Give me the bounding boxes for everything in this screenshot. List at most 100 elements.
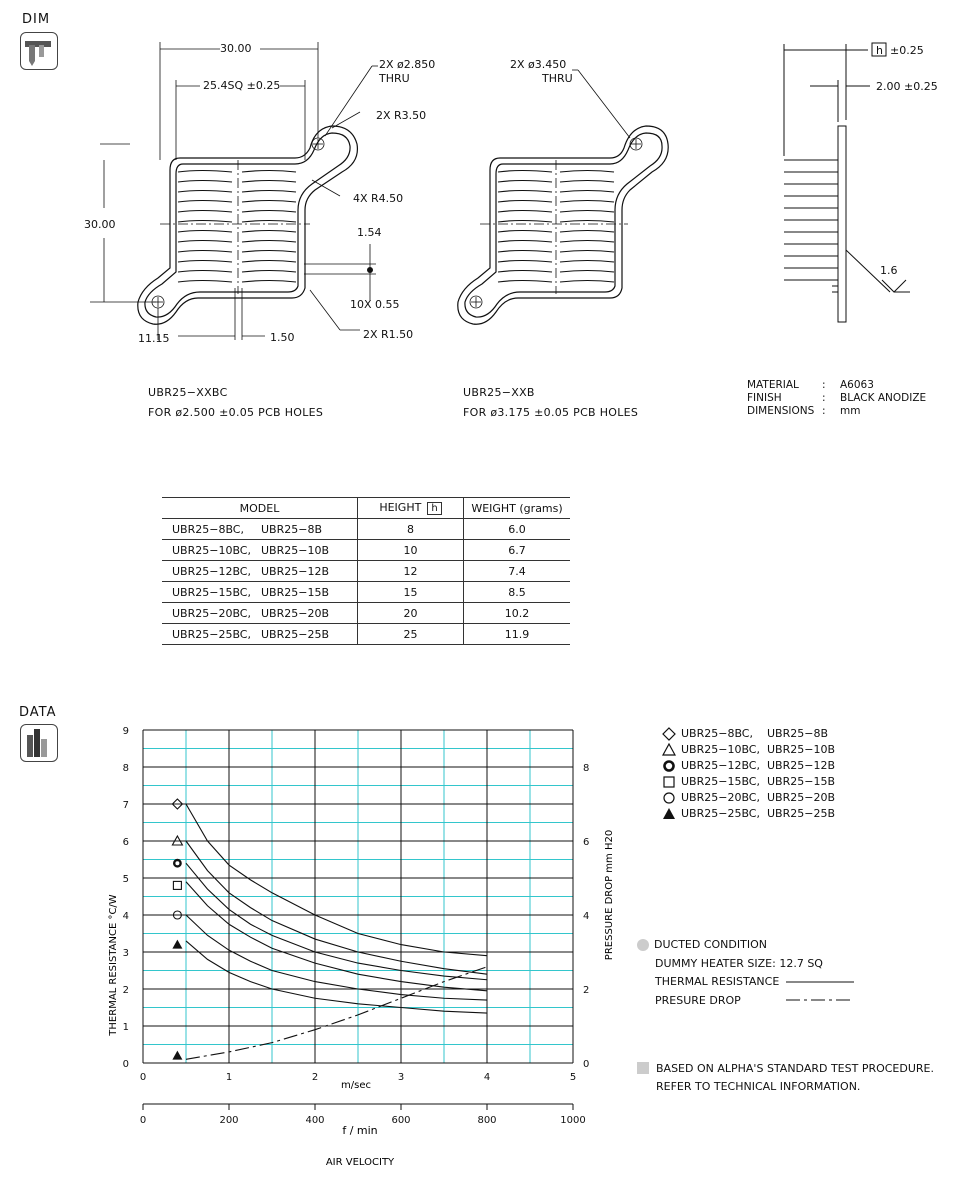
material-row: MATERIAL:A6063 xyxy=(747,379,874,391)
x2-axis-label: f / min xyxy=(342,1124,377,1137)
ducted-condition: DUCTED CONDITION xyxy=(654,938,767,951)
y-tick-label: 4 xyxy=(123,911,129,922)
hole-b-label: 2X ø3.450 xyxy=(510,58,566,71)
filled-triangle-marker xyxy=(172,939,183,949)
y-axis-label: THERMAL RESISTANCE °C/W xyxy=(108,894,119,1037)
side-view-drawing: h ±0.25 2.00 ±0.25 1.6 xyxy=(783,42,938,323)
y2-tick-label: 2 xyxy=(583,985,589,996)
chart-markers xyxy=(171,798,184,1060)
diamond-symbol-icon xyxy=(662,727,676,741)
x-tick-label: 0 xyxy=(140,1072,146,1083)
thermal-line-label: THERMAL RESISTANCE xyxy=(655,975,780,988)
model-b-name: UBR25−XXB xyxy=(463,386,535,399)
side-base-label: 2.00 ±0.25 xyxy=(876,80,938,93)
r450-label: 4X R4.50 xyxy=(353,192,403,205)
test-note-2: REFER TO TECHNICAL INFORMATION. xyxy=(656,1080,861,1093)
x-tick-label: 5 xyxy=(570,1072,576,1083)
air-velocity-label: AIR VELOCITY xyxy=(326,1157,395,1168)
y2-tick-label: 6 xyxy=(583,837,589,848)
triangle-marker xyxy=(171,834,184,846)
series-line xyxy=(185,914,488,1001)
model-bc-name: UBR25−XXBC xyxy=(148,386,228,399)
model-b-note: FOR ø3.175 ±0.05 PCB HOLES xyxy=(463,406,639,419)
header-model: MODEL xyxy=(162,497,358,519)
heater-size: DUMMY HEATER SIZE: 12.7 SQ xyxy=(655,957,823,970)
caliper-icon xyxy=(20,32,58,70)
triangle-symbol-icon xyxy=(662,743,676,756)
pressure-marker xyxy=(172,1050,183,1060)
dim-height-label: 30.00 xyxy=(84,218,116,231)
series-line xyxy=(185,862,488,981)
chart-curves xyxy=(185,803,488,1060)
x2-tick-label: 400 xyxy=(305,1115,324,1126)
thermal-line-sample xyxy=(786,981,854,983)
pressure-line-sample xyxy=(786,999,854,1001)
y-tick-label: 2 xyxy=(123,985,129,996)
series-line xyxy=(185,966,488,1060)
model-bc-note: FOR ø2.500 ±0.05 PCB HOLES xyxy=(148,406,324,419)
x2-tick-label: 1000 xyxy=(560,1115,585,1126)
y2-tick-label: 4 xyxy=(583,911,589,922)
y-tick-label: 6 xyxy=(123,837,129,848)
dimensions-row: DIMENSIONS:mm xyxy=(747,405,861,417)
square-symbol-icon xyxy=(663,776,675,788)
x2-tick-label: 0 xyxy=(140,1115,146,1126)
series-line xyxy=(185,881,488,992)
x-tick-label: 4 xyxy=(484,1072,490,1083)
series-line xyxy=(185,803,488,957)
x2-tick-label: 800 xyxy=(477,1115,496,1126)
chart-grid-major xyxy=(142,729,574,1064)
x-tick-label: 1 xyxy=(226,1072,232,1083)
test-note-1: BASED ON ALPHA'S STANDARD TEST PROCEDURE… xyxy=(656,1062,934,1075)
bold-circle-symbol-icon xyxy=(663,760,675,772)
material-block: MATERIAL:A6063 FINISH:BLACK ANODIZE DIME… xyxy=(747,379,926,418)
y-tick-label: 1 xyxy=(123,1022,129,1033)
y2-axis-label: PRESSURE DROP mm H20 xyxy=(604,830,615,960)
series-line xyxy=(185,840,488,975)
y-tick-label: 7 xyxy=(123,800,129,811)
d154-label: 1.54 xyxy=(357,226,382,239)
side-finish-label: 1.6 xyxy=(880,264,898,277)
x-axis-label: m/sec xyxy=(341,1080,371,1091)
square-marker xyxy=(172,880,182,890)
dim-section-tag: DIM xyxy=(22,12,51,27)
diamond-marker xyxy=(171,798,184,810)
y2-tick-label: 0 xyxy=(583,1059,589,1070)
y-tick-label: 0 xyxy=(123,1059,129,1070)
x2-tick-label: 600 xyxy=(391,1115,410,1126)
side-h-tolerance: ±0.25 xyxy=(890,44,924,57)
header-weight: WEIGHT (grams) xyxy=(463,497,570,519)
filled-triangle-symbol-icon xyxy=(663,808,675,819)
bold-circle-marker xyxy=(173,858,182,868)
series-line xyxy=(185,940,488,1014)
d1115-label: 11.15 xyxy=(138,332,170,345)
ducted-dot-icon xyxy=(637,939,649,951)
test-note-swatch-icon xyxy=(637,1062,649,1074)
drawing-b: 2X ø3.450 THRU xyxy=(457,58,669,325)
side-h-box: h xyxy=(876,44,883,57)
pressure-line-label: PRESURE DROP xyxy=(655,994,741,1007)
y-tick-label: 5 xyxy=(123,874,129,885)
y-tick-label: 9 xyxy=(123,726,129,737)
drawing-bc: 30.00 25.4SQ ±0.25 30.00 2X ø2.850 THRU … xyxy=(84,42,435,345)
x-tick-label: 2 xyxy=(312,1072,318,1083)
bar-chart-icon xyxy=(20,724,58,762)
data-section-tag: DATA xyxy=(19,705,57,720)
d055-label: 10X 0.55 xyxy=(350,298,400,311)
thru-label: THRU xyxy=(378,72,410,85)
chart-grid xyxy=(142,729,574,1064)
circle-marker xyxy=(172,910,182,920)
thru-b-label: THRU xyxy=(541,72,573,85)
circle-symbol-icon xyxy=(663,792,675,804)
r350-label: 2X R3.50 xyxy=(376,109,426,122)
dim-width-label: 30.00 xyxy=(220,42,252,55)
